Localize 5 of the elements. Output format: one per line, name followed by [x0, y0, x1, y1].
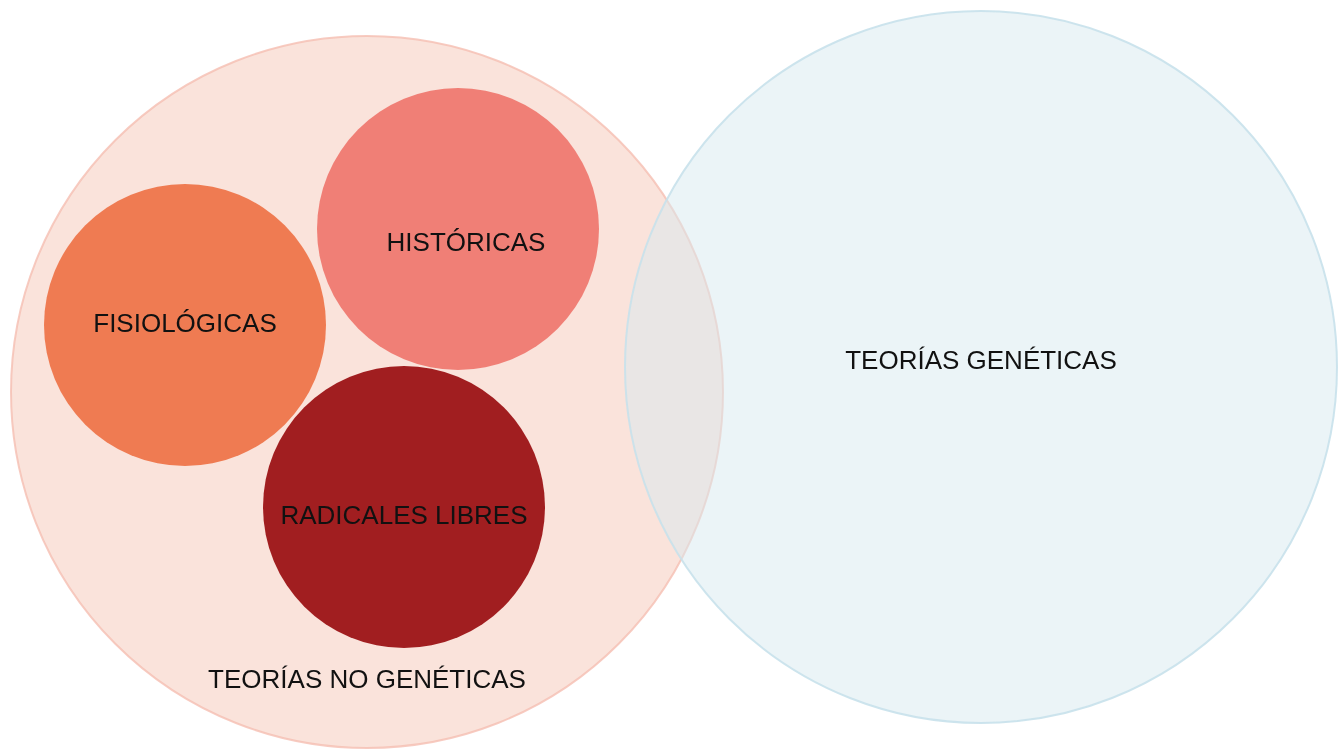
circle-label: RADICALES LIBRES	[280, 499, 528, 531]
circle-label: TEORÍAS GENÉTICAS	[845, 344, 1117, 376]
circle-label: HISTÓRICAS	[386, 226, 546, 258]
circle-label: TEORÍAS NO GENÉTICAS	[208, 663, 526, 695]
circle-label: FISIOLÓGICAS	[93, 307, 277, 339]
